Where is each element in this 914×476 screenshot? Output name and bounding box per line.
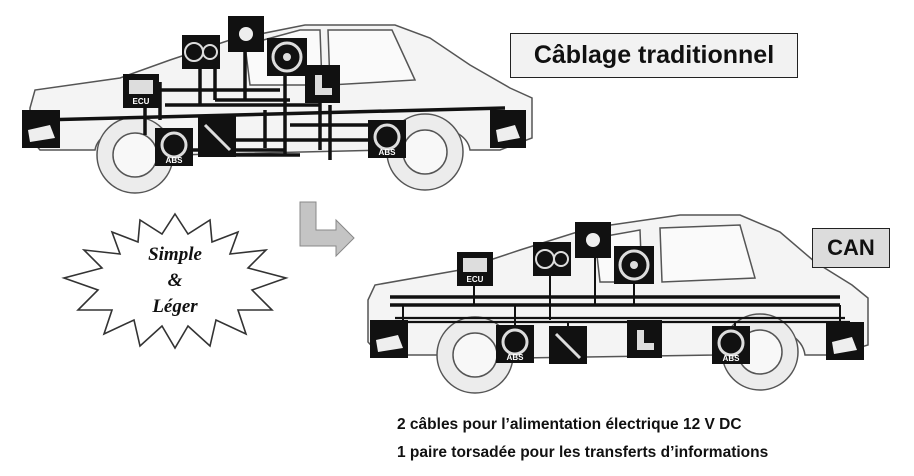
module-abs-front-bottom: ABS [496,325,534,363]
module-dashboard-top [182,35,220,69]
abs-label-bottom-front: ABS [507,353,525,362]
abs-label-top-front: ABS [166,156,184,165]
starburst-text-leger: Léger [152,296,198,317]
can-title: CAN [812,228,890,268]
caption-power-cables: 2 câbles pour l’alimentation électrique … [397,416,742,433]
module-light-sensor-bottom [575,222,611,258]
starburst-text-simple: Simple [148,244,202,265]
module-ecu-bottom: ECU [457,252,493,286]
module-abs-rear-bottom: ABS [712,326,750,364]
abs-label-top-rear: ABS [379,148,397,157]
transition-arrow [299,201,355,258]
module-pedal-bottom [549,326,587,364]
module-dashboard-bottom [533,242,571,276]
starburst-badge [61,212,289,350]
starburst-text-ampersand: & [167,270,183,291]
module-seat-top [305,65,340,103]
module-abs-front-top: ABS [155,128,193,166]
module-headlight-front-bottom [370,320,408,358]
module-ecu-top: ECU [123,74,159,108]
module-seat-bottom [627,320,662,358]
abs-label-bottom-rear: ABS [723,354,741,363]
traditional-wiring-title: Câblage traditionnel [510,33,798,78]
module-headlight-front-top [22,110,60,148]
module-taillight-bottom [826,322,864,360]
caption-twisted-pair: 1 paire torsadée pour les transferts d’i… [397,444,769,461]
module-pedal-top [198,115,236,157]
can-bus-wires [390,255,850,338]
wiring-harness-traditional [39,45,506,160]
ecu-label-top: ECU [133,97,150,106]
module-steering-wheel-bottom [614,246,654,284]
module-steering-wheel-top [267,38,307,76]
module-taillight-top [490,110,526,148]
module-abs-rear-top: ABS [368,120,406,158]
ecu-label-bottom: ECU [467,275,484,284]
module-light-sensor-top [228,16,264,52]
